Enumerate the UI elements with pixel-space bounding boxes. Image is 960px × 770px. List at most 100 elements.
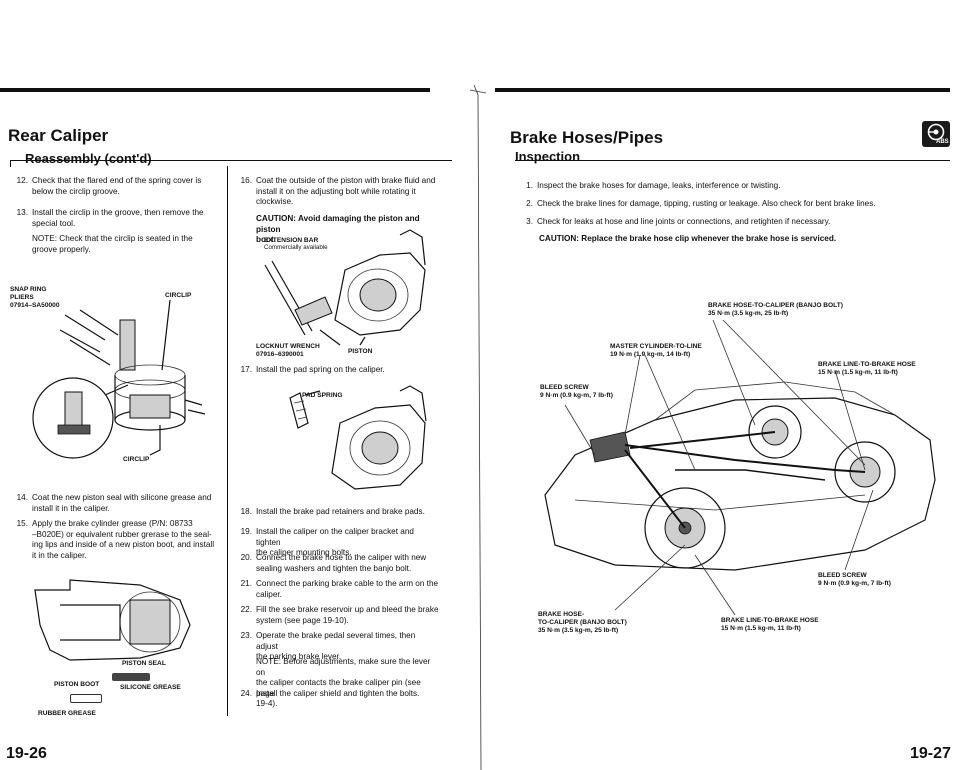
rubber-grease-icon [70, 694, 102, 703]
right-subtitle-rule [515, 160, 950, 162]
right-page-subtitle: Inspection [515, 149, 585, 164]
fig2-bar-note: Commercially available [264, 244, 328, 251]
step-line: groove properly. [32, 244, 91, 254]
fig4-illustration [289, 385, 427, 490]
step-text: Install the caliper shield and tighten t… [256, 689, 419, 700]
step-number: 20. [240, 553, 252, 562]
step-text: Operate the brake pedal several times, t… [256, 631, 439, 663]
abs-badge: ABS [922, 121, 950, 147]
fig3-silicone-label: SILICONE GREASE [120, 684, 181, 691]
step-text: Inspect the brake hoses for damage, leak… [537, 181, 781, 190]
left-page-subtitle: Reassembly (cont'd) [22, 151, 155, 166]
step-line: 19-4). [256, 699, 278, 708]
step-text: Apply the brake cylinder grease (P/N: 08… [32, 519, 214, 561]
fig3-piston-seal-label: PISTON SEAL [122, 660, 166, 667]
left-subtitle-rule [10, 160, 452, 162]
step-line: it in the caliper. [32, 550, 87, 560]
label-line-hose-bottom: BRAKE LINE-TO-BRAKE HOSE 15 N·m (1.5 kg-… [721, 617, 819, 632]
step-line: special tool. [32, 218, 76, 228]
fig2-piston-label: PISTON [348, 348, 373, 355]
step-number: 12. [16, 176, 28, 185]
step-number: 16. [240, 176, 252, 185]
header-rule-left [0, 88, 430, 92]
step-text: Coat the new piston seal with silicone g… [32, 493, 211, 514]
silicone-grease-icon [112, 673, 150, 681]
left-subtitle-tick [10, 160, 12, 167]
label-master-cylinder: MASTER CYLINDER-TO-LINE 19 N·m (1.9 kg-m… [610, 343, 702, 358]
step-line: the parking brake lever. [256, 652, 342, 661]
disc-brake-icon [927, 123, 945, 141]
step-line: the caliper contacts the brake caliper p… [256, 678, 421, 698]
step-line: system (see page 19-10). [256, 615, 349, 625]
step-line: Coat the new piston seal with silicone g… [32, 493, 212, 502]
step-number: 22. [240, 605, 252, 614]
step-text: CAUTION: Avoid damaging the piston and p… [256, 214, 439, 246]
step-number: 19. [240, 527, 252, 536]
step-line: below the circlip groove. [32, 186, 120, 196]
car-brake-system-illustration [544, 319, 936, 616]
step-text: NOTE: Check that the circlip is seated i… [32, 234, 193, 255]
fig1-circlip-label-top: CIRCLIP [165, 292, 192, 299]
step-number: 17. [240, 365, 252, 374]
fig4-pad-spring-label: PAD SPRING [302, 392, 343, 399]
step-number: 23. [240, 631, 252, 640]
label-line-hose-top: BRAKE LINE-TO-BRAKE HOSE 15 N·m (1.5 kg-… [818, 361, 916, 376]
abs-badge-text: ABS [936, 139, 949, 145]
step-line: Check that the flared end of the spring … [32, 176, 202, 185]
left-column-divider [227, 166, 228, 716]
fig1-tool-label: SNAP RING PLIERS 07914–SA50000 [10, 286, 60, 309]
fig2-illustration [264, 229, 426, 346]
step-number: 13. [16, 208, 28, 217]
step-line: Operate the brake pedal several times, t… [256, 631, 416, 651]
step-line: Coat the outside of the piston with brak… [256, 176, 436, 185]
step-line: Install the caliper on the caliper brack… [256, 527, 414, 547]
step-line: –B020E) or equivalent rubber grerase to … [32, 529, 212, 539]
step-line: CAUTION: Avoid damaging the piston and p… [256, 214, 420, 234]
label-bleed-left: BLEED SCREW 9 N·m (0.9 kg-m, 7 lb-ft) [540, 384, 613, 399]
step-line: Install the brake pad retainers and brak… [256, 507, 425, 516]
label-bleed-right: BLEED SCREW 9 N·m (0.9 kg-m, 7 lb-ft) [818, 572, 891, 587]
label-banjo-bottom: BRAKE HOSE- TO-CALIPER (BANJO BOLT) 35 N… [538, 611, 627, 634]
step-line: Install the caliper shield and tighten t… [256, 689, 420, 698]
step-line: Connect the brake hose to the caliper wi… [256, 553, 427, 562]
step-line: Install the pad spring on the caliper. [256, 365, 385, 374]
step-text: NOTE: Before adjustments, make sure the … [256, 657, 439, 710]
right-page-title: Brake Hoses/Pipes [510, 128, 664, 147]
step-number: 1. [526, 181, 533, 190]
step-text: Install the brake pad retainers and brak… [256, 507, 425, 518]
step-line: install it in the caliper. [32, 503, 110, 513]
step-text: Check the brake lines for damage, tippin… [537, 199, 876, 208]
fig2-bar-label: EXTENSION BAR [264, 237, 319, 244]
step-line: sealing washers and tighten the banjo bo… [256, 563, 412, 573]
fig1-circlip-label-bottom: CIRCLIP [123, 456, 150, 463]
step-text: Install the caliper on the caliper brack… [256, 527, 439, 559]
binding-edge [469, 84, 487, 770]
fig3-illustration [34, 579, 191, 661]
step-number: 24. [240, 689, 252, 698]
step-text: Check for leaks at hose and line joints … [537, 217, 831, 226]
header-rule-right [495, 88, 950, 92]
step-number: 18. [240, 507, 252, 516]
step-text: Coat the outside of the piston with brak… [256, 176, 435, 208]
step-number: 2. [526, 199, 533, 208]
step-line: caliper. [256, 589, 282, 599]
step-line: NOTE: Before adjustments, make sure the … [256, 657, 431, 677]
step-line: boot. [256, 235, 277, 244]
step-text: Connect the brake hose to the caliper wi… [256, 553, 426, 574]
step-text: Connect the parking brake cable to the a… [256, 579, 438, 600]
step-line: Apply the brake cylinder grease (P/N: 08… [32, 519, 193, 528]
step-number: 15. [16, 519, 28, 528]
step-line: Install the circlip in the groove, then … [32, 208, 204, 217]
step-number: 3. [526, 217, 533, 226]
step-text: Install the pad spring on the caliper. [256, 365, 385, 376]
step-line: ing lips and inside of a new piston boot… [32, 540, 215, 549]
step-text: Install the circlip in the groove, then … [32, 208, 204, 229]
step-line: install it on the adjusting bolt while r… [256, 186, 416, 196]
step-text: Fill the see brake reservoir up and blee… [256, 605, 439, 626]
right-page-number: 19-27 [910, 745, 951, 762]
fig3-rubber-label: RUBBER GREASE [38, 710, 96, 717]
right-caution: CAUTION: Replace the brake hose clip whe… [539, 234, 837, 243]
step-line: Fill the see brake reservoir up and blee… [256, 605, 439, 614]
fig3-piston-boot-label: PISTON BOOT [54, 681, 100, 688]
step-number: 21. [240, 579, 252, 588]
